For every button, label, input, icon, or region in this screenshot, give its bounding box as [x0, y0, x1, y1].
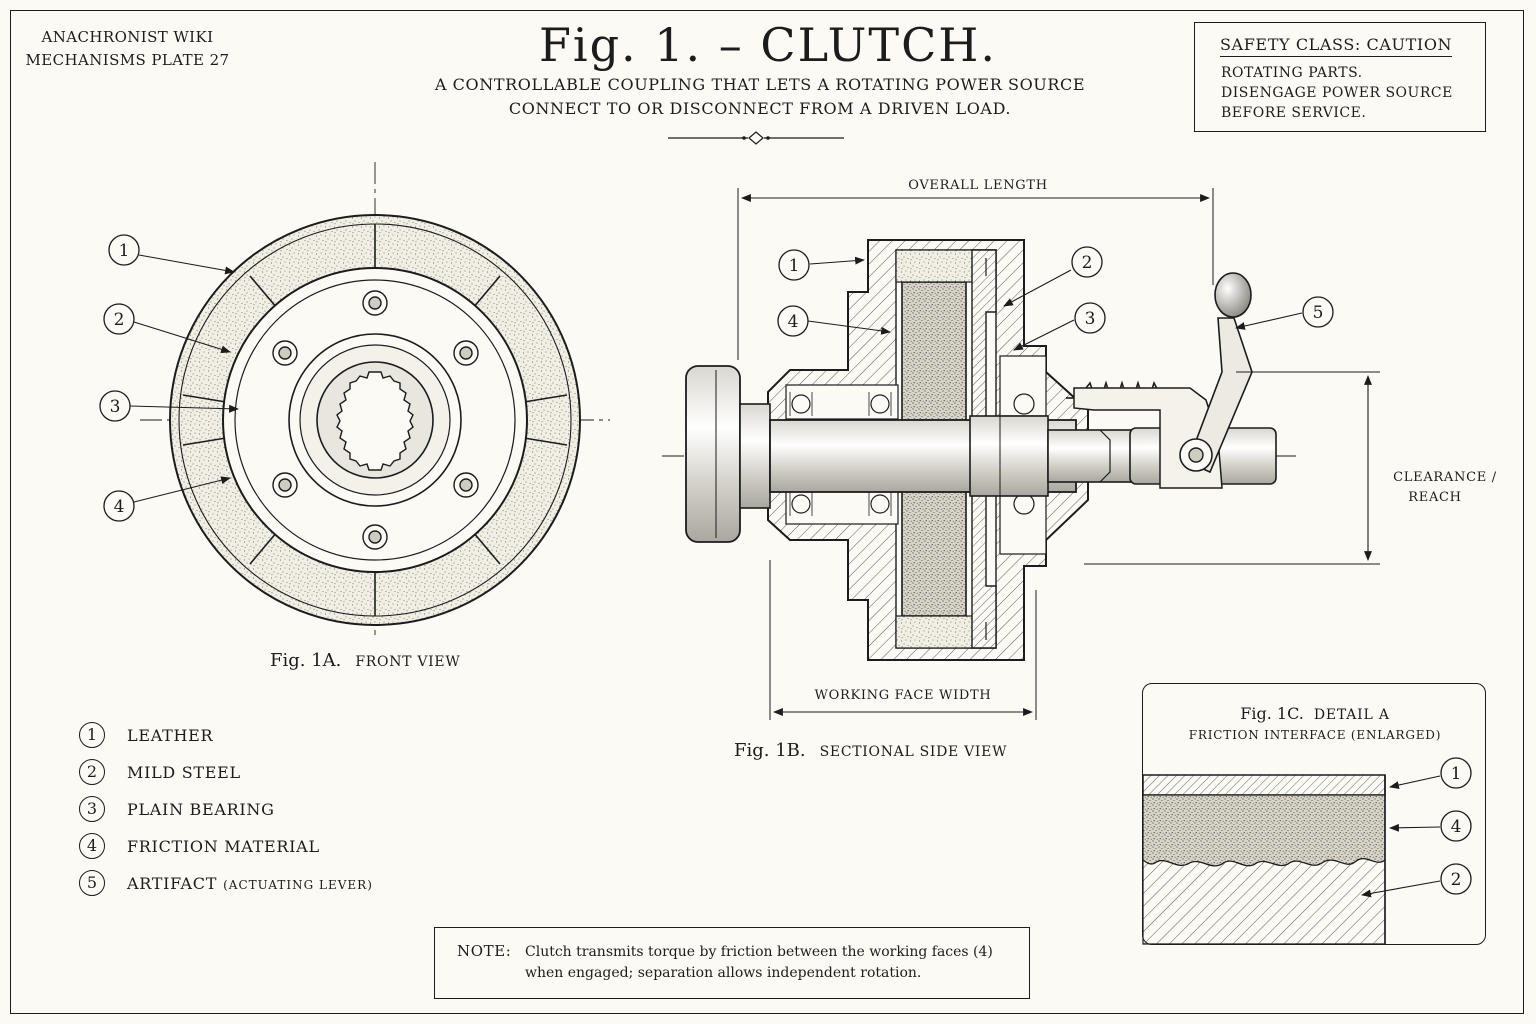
subtitle-line-1: A CONTROLLABLE COUPLING THAT LETS A ROTA…: [434, 75, 1086, 94]
fig1a-callout-3: 3: [110, 397, 121, 417]
fig1b-view: SECTIONAL SIDE VIEW: [819, 744, 1008, 760]
subtitle-line-2: CONNECT TO OR DISCONNECT FROM A DRIVEN L…: [508, 99, 1012, 118]
safety-heading: SAFETY CLASS: CAUTION: [1220, 35, 1453, 57]
legend-note: (ACTUATING LEVER): [223, 878, 373, 892]
legend-label: ARTIFACT: [127, 874, 218, 893]
note-line-2: when engaged; separation allows independ…: [525, 965, 922, 981]
safety-line-1: ROTATING PARTS.: [1221, 65, 1363, 81]
legend-num: 5: [79, 870, 105, 896]
safety-box: SAFETY CLASS: CAUTION ROTATING PARTS. DI…: [1194, 22, 1486, 132]
legend-num: 2: [79, 759, 105, 785]
note-label: NOTE:: [457, 942, 512, 960]
fig1c-view: DETAIL A: [1313, 707, 1390, 723]
fig1a-caption: Fig. 1A. FRONT VIEW: [270, 650, 460, 671]
plate-number: MECHANISMS PLATE 27: [25, 51, 230, 69]
title-ornament: [668, 131, 844, 145]
fig-1a-front-view: [99, 162, 610, 635]
legend-num: 1: [79, 722, 105, 748]
site-name: ANACHRONIST WIKI: [41, 28, 214, 46]
dim-overall-length: OVERALL LENGTH: [908, 178, 1048, 193]
legend-label: PLAIN BEARING: [127, 800, 275, 819]
legend-num: 3: [79, 796, 105, 822]
note-box: NOTE: Clutch transmits torque by frictio…: [434, 927, 1030, 999]
dim-clearance-line-2: REACH: [1408, 490, 1462, 505]
fig1a-label: Fig. 1A.: [270, 650, 342, 671]
fig1a-callout-4: 4: [114, 497, 125, 517]
note-line-1: Clutch transmits torque by friction betw…: [525, 944, 993, 960]
fig1c-caption: Fig. 1C. DETAIL A: [1143, 704, 1485, 723]
fig-1b-sectional-view: [662, 188, 1380, 720]
fig1a-callout-1: 1: [119, 241, 130, 261]
fig1b-callout-2: 2: [1082, 253, 1093, 273]
fig1b-callout-1: 1: [789, 256, 800, 276]
page-title: Fig. 1. – CLUTCH.: [538, 18, 998, 72]
legend-label: MILD STEEL: [127, 763, 241, 782]
legend-num: 4: [79, 833, 105, 859]
fig-1c-detail: [1142, 757, 1472, 945]
note-text: Clutch transmits torque by friction betw…: [525, 942, 993, 984]
fig1b-callout-4: 4: [788, 312, 799, 332]
safety-line-2: DISENGAGE POWER SOURCE: [1221, 85, 1453, 101]
fig1b-label: Fig. 1B.: [734, 740, 806, 761]
fig1b-callout-5: 5: [1313, 303, 1324, 323]
safety-line-3: BEFORE SERVICE.: [1221, 105, 1367, 121]
detail-a-box: Fig. 1C. DETAIL A FRICTION INTERFACE (ENL…: [1142, 683, 1486, 945]
legend-label: FRICTION MATERIAL: [127, 837, 320, 856]
fig1b-caption: Fig. 1B. SECTIONAL SIDE VIEW: [734, 740, 1007, 761]
fig1b-callout-3: 3: [1085, 309, 1096, 329]
fig1a-callout-2: 2: [114, 310, 125, 330]
fig1c-subtitle: FRICTION INTERFACE (ENLARGED): [1188, 728, 1442, 742]
dim-working-face-width: WORKING FACE WIDTH: [814, 688, 992, 703]
fig1a-view: FRONT VIEW: [355, 654, 461, 670]
dim-clearance-line-1: CLEARANCE /: [1393, 470, 1497, 485]
fig1c-label: Fig. 1C.: [1240, 704, 1304, 723]
legend-label: LEATHER: [127, 726, 214, 745]
safety-text: ROTATING PARTS. DISENGAGE POWER SOURCE B…: [1221, 63, 1453, 123]
